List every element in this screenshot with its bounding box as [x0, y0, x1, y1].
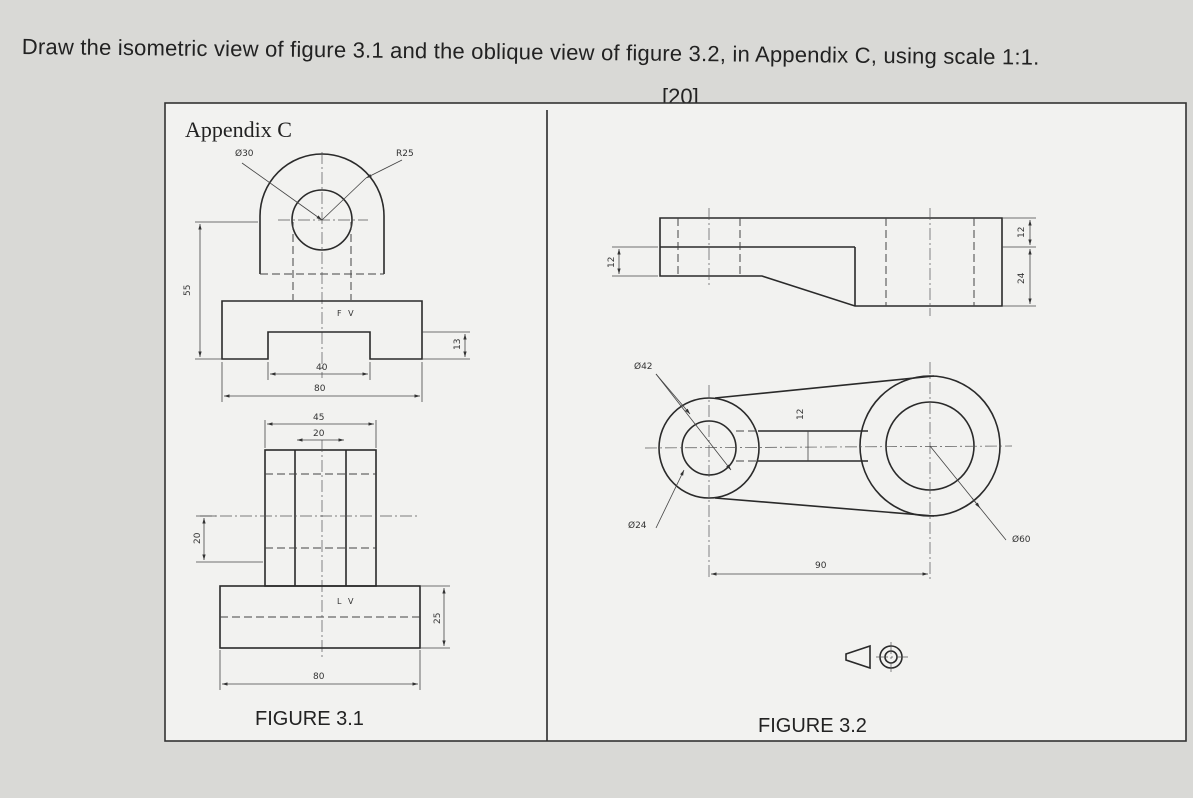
tangent-top: [714, 375, 935, 399]
link-front-view: 12 12 24: [607, 208, 1036, 316]
small-boss-circle: [658, 397, 760, 499]
projection-cone-shape: [845, 644, 871, 670]
first-angle-projection-icon: [845, 642, 908, 672]
dim-c90: 90: [815, 561, 827, 571]
dim-h12-right: 12: [1017, 227, 1027, 238]
dim-h24: 24: [1017, 272, 1027, 284]
dim-h25: 25: [433, 613, 443, 624]
figure-3-2-caption: FIGURE 3.2: [758, 715, 867, 737]
r25-radius-line: [321, 177, 367, 221]
figure-3-1: F V Ø30 R25 55 40 80 13: [183, 148, 470, 730]
dim-w45: 45: [313, 413, 324, 423]
dim-h12-left: 12: [607, 257, 617, 268]
left-view: L V 45 20 20 25 80: [193, 413, 450, 690]
link-top-view: 12 Ø42 Ø24 Ø60 90: [628, 361, 1031, 580]
left-view-label: L V: [337, 597, 355, 606]
r25-leader: [365, 159, 403, 179]
dim-h20: 20: [193, 532, 203, 544]
d42-leader-start: [655, 373, 691, 415]
d24-leader: [655, 469, 685, 529]
base-outline: [221, 300, 423, 360]
d60-leader: [971, 497, 981, 509]
dim-h55: 55: [183, 285, 193, 296]
sheet-border: [164, 102, 1187, 742]
appendix-title: Appendix C: [185, 117, 292, 142]
dim-w80-fv: 80: [314, 384, 326, 394]
dim-d24: Ø24: [628, 520, 647, 531]
dim-d60: Ø60: [1012, 534, 1031, 545]
dia30-leader: [241, 162, 323, 221]
tangent-bottom: [714, 497, 935, 517]
top-horizontal-cl: [644, 445, 1013, 449]
dim-h12-mid: 12: [796, 409, 806, 420]
d42-leader: [655, 373, 732, 471]
dim-h13: 13: [453, 339, 463, 350]
dim-w20: 20: [313, 429, 325, 439]
front-view-label: F V: [337, 309, 356, 318]
figure-3-1-caption: FIGURE 3.1: [255, 708, 364, 730]
upright-hole-circle: [291, 189, 353, 251]
dim-dia30: Ø30: [235, 148, 254, 159]
dim-w40: 40: [316, 363, 328, 373]
dim-d42: Ø42: [634, 361, 653, 372]
dim-r25: R25: [396, 149, 414, 159]
dim-w80-lv: 80: [313, 672, 325, 682]
d60-radius: [929, 445, 1007, 541]
figure-3-2: 12 12 24 12: [607, 208, 1036, 737]
front-view: F V Ø30 R25 55 40 80 13: [183, 148, 470, 402]
